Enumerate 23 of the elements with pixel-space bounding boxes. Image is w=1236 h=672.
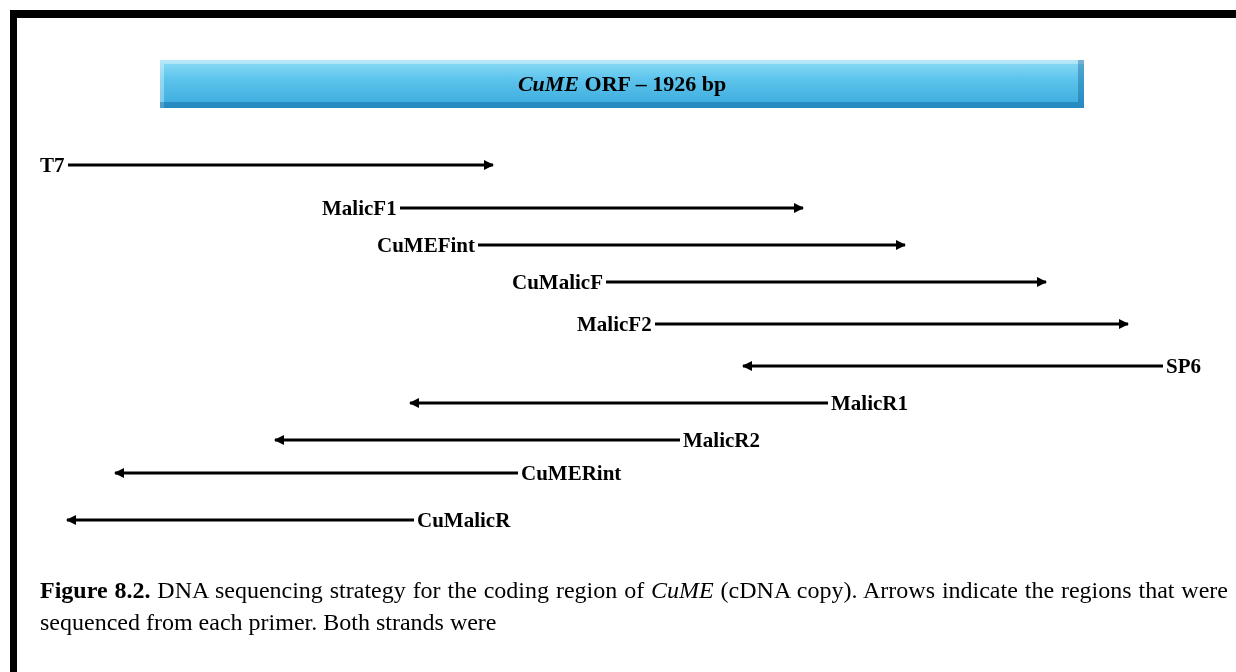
arrow xyxy=(478,240,906,250)
primer-label: CuMERint xyxy=(521,461,622,485)
primer-label: MalicR1 xyxy=(831,391,908,415)
primer-label: CuMalicF xyxy=(512,270,603,294)
arrow xyxy=(274,435,680,445)
primer-label: CuMalicR xyxy=(417,508,511,532)
arrow xyxy=(409,398,828,408)
primer-label: SP6 xyxy=(1166,354,1201,378)
arrow xyxy=(114,468,518,478)
arrow xyxy=(606,277,1047,287)
primer-label: CuMEFint xyxy=(377,233,475,257)
arrow xyxy=(68,160,494,170)
orf-label: CuME ORF – 1926 bp xyxy=(517,71,727,97)
arrow xyxy=(400,203,804,213)
primer-label: T7 xyxy=(40,153,65,177)
orf-bar xyxy=(160,60,1084,108)
arrow xyxy=(655,319,1129,329)
primer-label: MalicF1 xyxy=(322,196,397,220)
primer-label: MalicR2 xyxy=(683,428,760,452)
figure-caption: Figure 8.2. DNA sequencing strategy for the coding region of CuME (cDNA copy). Arrows indicate the regions that were sequenced from each primer. Both strands were xyxy=(40,576,1228,637)
primer-label: MalicF2 xyxy=(577,312,652,336)
arrow xyxy=(66,515,414,525)
arrow xyxy=(742,361,1163,371)
